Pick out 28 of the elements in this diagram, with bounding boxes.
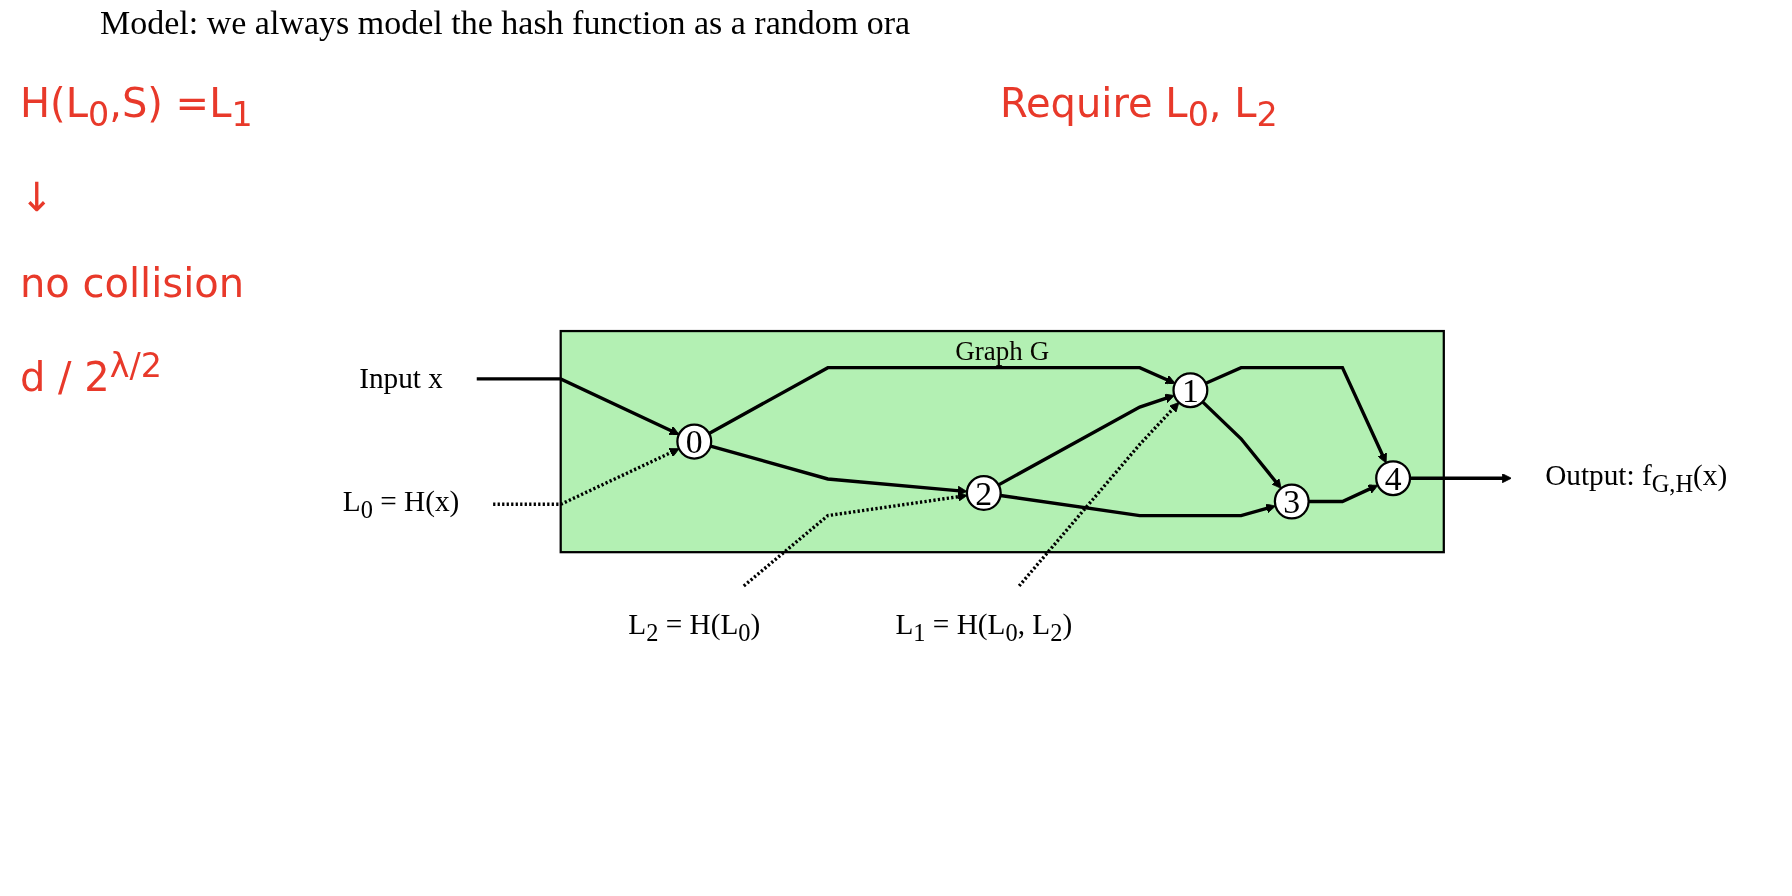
handwritten-note: ↓: [20, 174, 55, 220]
handwritten-note: no collision: [20, 260, 246, 306]
arrow: [476, 377, 680, 436]
node-circle: 0: [676, 423, 713, 460]
node-circle: 1: [1172, 372, 1209, 409]
handwritten-note: Require L$_{0}$, L$_{2}$: [1000, 80, 1278, 134]
heading-text: Model: we always model the hash function as a random ora: [100, 4, 911, 42]
node-text: Input x: [359, 362, 443, 396]
arrow: [1201, 400, 1282, 489]
arrow: [997, 393, 1175, 487]
arrow: [1308, 484, 1379, 504]
arrow: [710, 444, 968, 496]
node-circle: 4: [1375, 460, 1412, 497]
node-circle: 2: [965, 475, 1002, 512]
arrow: [1205, 365, 1387, 464]
node-text: L$_{0}$ = H(x): [342, 485, 460, 524]
handwritten-note: d / 2$^{λ/2}$: [20, 346, 163, 401]
arrow: [1410, 473, 1512, 484]
node-text: L$_{1}$ = H(L$_{0}$, L$_{2}$): [895, 608, 1073, 647]
node-text: L$_{2}$ = H(L$_{0}$): [628, 608, 761, 647]
arrow: [742, 491, 968, 588]
arrow: [1017, 402, 1180, 588]
arrow: [708, 365, 1176, 435]
node-text: Output: f$_{G,H}$(x): [1545, 459, 1728, 498]
arrow: [1000, 493, 1276, 518]
node-circle: 3: [1273, 483, 1310, 520]
handwritten-note: H(L$_{0}$,S) =L$_{1}$: [20, 80, 254, 134]
arrow: [493, 448, 680, 506]
